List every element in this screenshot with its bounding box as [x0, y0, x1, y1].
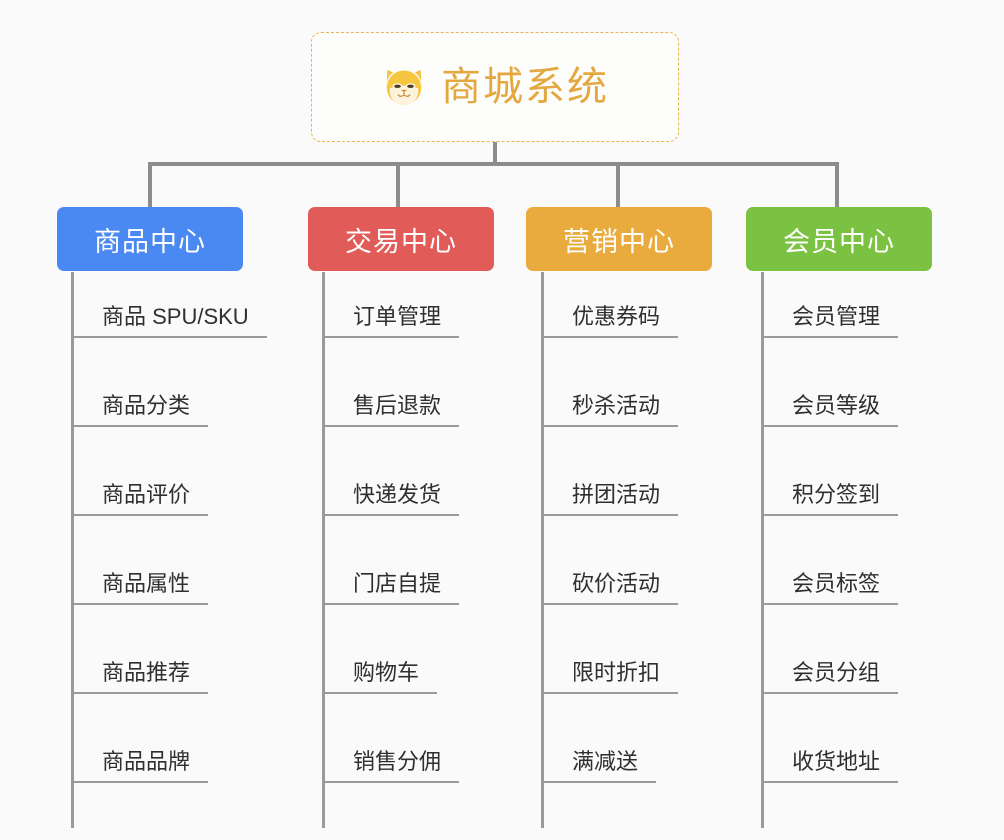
leaf-item[interactable]: 砍价活动: [544, 561, 679, 605]
leaf-item[interactable]: 优惠券码: [544, 294, 679, 338]
leaf-item[interactable]: 收货地址: [764, 739, 899, 783]
leaf-label: 砍价活动: [572, 571, 661, 596]
leaf-label: 会员等级: [792, 393, 881, 418]
category-box-4[interactable]: 会员中心: [746, 207, 932, 271]
leaf-label: 订单管理: [353, 304, 442, 329]
category-label-2: 交易中心: [345, 226, 457, 257]
leaf-label: 会员分组: [792, 660, 881, 685]
root-node[interactable]: 商城系统: [311, 32, 679, 142]
leaf-label: 积分签到: [792, 482, 881, 507]
leaf-label: 拼团活动: [572, 482, 661, 507]
leaf-item[interactable]: 销售分佣: [325, 739, 460, 783]
leaf-label: 秒杀活动: [572, 393, 661, 418]
leaf-label: 快递发货: [353, 482, 442, 507]
leaf-label: 商品属性: [102, 571, 191, 596]
leaf-item[interactable]: 会员等级: [764, 383, 899, 427]
root-title: 商城系统: [441, 65, 609, 109]
drop-connector-2: [396, 162, 400, 210]
category-label-4: 会员中心: [783, 226, 895, 257]
leaf-item[interactable]: 会员标签: [764, 561, 899, 605]
branch-spine-1: [71, 272, 74, 828]
leaf-label: 售后退款: [353, 393, 442, 418]
leaf-item[interactable]: 门店自提: [325, 561, 460, 605]
leaf-item[interactable]: 商品 SPU/SKU: [74, 294, 267, 338]
leaf-label: 优惠券码: [572, 304, 661, 329]
leaf-item[interactable]: 订单管理: [325, 294, 460, 338]
leaf-item[interactable]: 购物车: [325, 650, 438, 694]
leaf-item[interactable]: 商品属性: [74, 561, 209, 605]
drop-connector-4: [835, 162, 839, 210]
branch-spine-2: [322, 272, 325, 828]
leaf-label: 满减送: [572, 749, 639, 774]
leaf-item[interactable]: 售后退款: [325, 383, 460, 427]
leaf-item[interactable]: 商品推荐: [74, 650, 209, 694]
leaf-label: 商品 SPU/SKU: [102, 304, 249, 329]
leaf-item[interactable]: 快递发货: [325, 472, 460, 516]
drop-connector-3: [616, 162, 620, 210]
dog-face-icon: [386, 69, 422, 105]
leaf-label: 商品评价: [102, 482, 191, 507]
leaf-item[interactable]: 满减送: [544, 739, 657, 783]
branch-spine-4: [761, 272, 764, 828]
root-stem-connector: [493, 142, 497, 166]
leaf-label: 收货地址: [792, 749, 881, 774]
leaf-item[interactable]: 秒杀活动: [544, 383, 679, 427]
leaf-item[interactable]: 商品评价: [74, 472, 209, 516]
leaf-item[interactable]: 会员管理: [764, 294, 899, 338]
leaf-item[interactable]: 积分签到: [764, 472, 899, 516]
drop-connector-1: [148, 162, 152, 210]
branch-spine-3: [541, 272, 544, 828]
category-label-1: 商品中心: [94, 226, 206, 257]
category-box-3[interactable]: 营销中心: [526, 207, 712, 271]
leaf-label: 会员管理: [792, 304, 881, 329]
category-box-2[interactable]: 交易中心: [308, 207, 494, 271]
leaf-label: 门店自提: [353, 571, 442, 596]
leaf-item[interactable]: 会员分组: [764, 650, 899, 694]
leaf-label: 限时折扣: [572, 660, 661, 685]
leaf-label: 商品推荐: [102, 660, 191, 685]
category-box-1[interactable]: 商品中心: [57, 207, 243, 271]
leaf-item[interactable]: 拼团活动: [544, 472, 679, 516]
leaf-item[interactable]: 商品品牌: [74, 739, 209, 783]
leaf-item[interactable]: 限时折扣: [544, 650, 679, 694]
category-label-3: 营销中心: [563, 226, 675, 257]
bus-bar-connector: [150, 162, 839, 166]
leaf-label: 购物车: [353, 660, 420, 685]
leaf-label: 销售分佣: [353, 749, 442, 774]
leaf-label: 会员标签: [792, 571, 881, 596]
leaf-label: 商品品牌: [102, 749, 191, 774]
leaf-label: 商品分类: [102, 393, 191, 418]
leaf-item[interactable]: 商品分类: [74, 383, 209, 427]
